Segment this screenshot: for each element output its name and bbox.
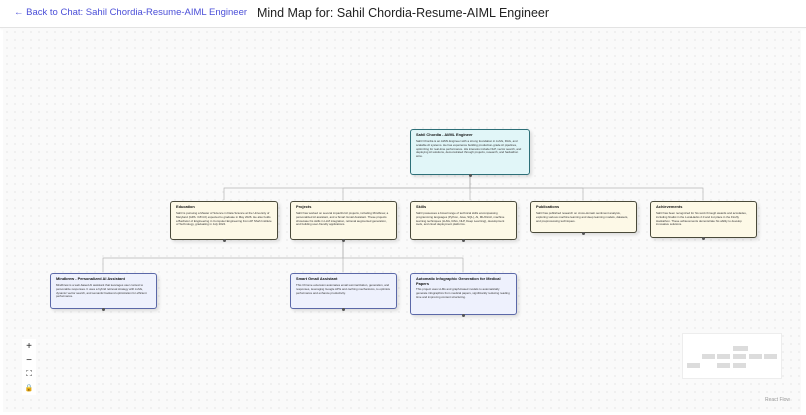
node-projects[interactable]: Projects Sahil has worked on several imp… <box>290 201 397 240</box>
node-title: Publications <box>536 204 560 209</box>
node-description: Sahil possesses a broad range of technic… <box>416 210 505 227</box>
node-description: Sahil has published research on cross-do… <box>536 210 629 223</box>
node-publications[interactable]: Publications Sahil has published researc… <box>530 201 637 233</box>
top-bar: ← Back to Chat: Sahil Chordia-Resume-AIM… <box>0 0 806 28</box>
back-to-chat-link[interactable]: ← Back to Chat: Sahil Chordia-Resume-AIM… <box>14 7 248 18</box>
minimap-node <box>687 363 700 368</box>
node-description: Sahil has worked on several impactful AI… <box>296 210 389 227</box>
node-mindbrew[interactable]: Mindbrew - Personalized AI Assistant Min… <box>50 273 157 309</box>
minimap-node <box>717 363 730 368</box>
handle-dot[interactable] <box>461 239 465 242</box>
handle-dot[interactable] <box>461 314 465 317</box>
handle-dot[interactable] <box>341 308 345 311</box>
node-achievements[interactable]: Achievements Sahil has been recognized f… <box>650 201 757 238</box>
node-description: Sahil is pursuing a Master of Science in… <box>176 210 272 227</box>
handle-dot[interactable] <box>222 239 226 242</box>
minimap-node <box>733 346 748 351</box>
node-description: This project uses LLMs and graph-based m… <box>416 287 510 300</box>
handle-dot[interactable] <box>701 237 705 240</box>
node-title: Mindbrew - Personalized AI Assistant <box>56 276 125 281</box>
fit-view-button[interactable]: ⛶ <box>26 369 32 378</box>
node-description: This Chrome extension automates email su… <box>296 282 391 295</box>
node-title: Skills <box>416 204 427 209</box>
node-infographic[interactable]: Automatic Infographic Generation for Med… <box>410 273 517 315</box>
lock-icon[interactable]: 🔒 <box>24 385 34 392</box>
node-education[interactable]: Education Sahil is pursuing a Master of … <box>170 201 278 240</box>
node-smart-gmail[interactable]: Smart Gmail Assistant This Chrome extens… <box>290 273 397 309</box>
node-title: Smart Gmail Assistant <box>296 276 338 281</box>
minimap-node <box>749 354 762 359</box>
node-title: Automatic Infographic Generation for Med… <box>416 276 501 286</box>
node-title: Projects <box>296 204 312 209</box>
zoom-in-button[interactable]: + <box>26 340 32 352</box>
handle-dot[interactable] <box>101 308 105 311</box>
page-title: Mind Map for: Sahil Chordia-Resume-AIML … <box>256 6 550 20</box>
minimap[interactable] <box>682 333 782 379</box>
minimap-node <box>733 363 746 368</box>
node-description: Mindbrew is a web-based AI assistant tha… <box>56 282 147 299</box>
minimap-node <box>764 354 777 359</box>
zoom-out-button[interactable]: − <box>26 354 32 366</box>
node-description: Sahil has been recognized for his work t… <box>656 210 747 227</box>
react-flow-attribution[interactable]: React Flow <box>765 397 791 403</box>
minimap-node <box>717 354 730 359</box>
flow-canvas[interactable] <box>3 28 801 412</box>
minimap-node <box>702 354 715 359</box>
node-title: Education <box>176 204 195 209</box>
handle-dot[interactable] <box>468 174 472 177</box>
flow-controls: + − ⛶ 🔒 <box>22 339 36 395</box>
node-skills[interactable]: Skills Sahil possesses a broad range of … <box>410 201 517 240</box>
node-title: Achievements <box>656 204 683 209</box>
handle-dot[interactable] <box>581 232 585 235</box>
minimap-node <box>733 354 746 359</box>
node-title: Sahil Chordia - AI/ML Engineer <box>416 132 473 137</box>
node-root[interactable]: Sahil Chordia - AI/ML Engineer Sahil Cho… <box>410 129 530 175</box>
handle-dot[interactable] <box>341 239 345 242</box>
node-description: Sahil Chordia is an AI/ML Engineer with … <box>416 138 522 159</box>
